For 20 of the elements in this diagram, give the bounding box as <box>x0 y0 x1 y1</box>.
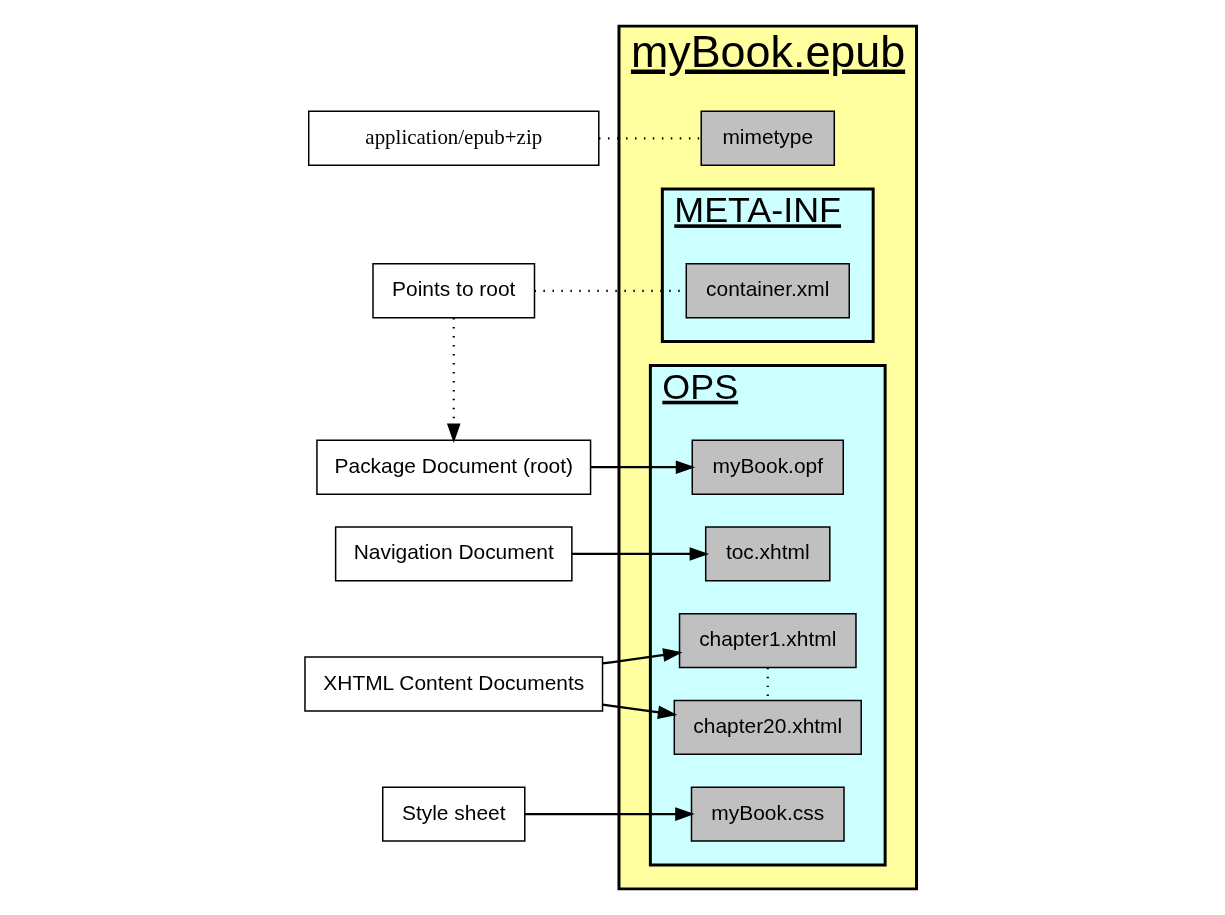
node-box: myBook.opf <box>691 439 844 495</box>
node-box: toc.xhtml <box>704 526 831 582</box>
arrow <box>601 648 682 665</box>
arrow <box>446 318 461 444</box>
node-box: Package Document (root) <box>315 439 591 495</box>
node-box: Navigation Document <box>334 526 573 582</box>
node-box: container.xml <box>685 263 850 319</box>
node-box: chapter1.xhtml <box>678 613 857 669</box>
arrow <box>524 807 695 821</box>
node-box: Style sheet <box>381 786 526 842</box>
node-box: myBook.css <box>690 786 845 842</box>
arrow <box>590 460 695 475</box>
node-box: application/epub+zip <box>307 110 600 166</box>
connector <box>598 137 701 140</box>
node-box: chapter20.xhtml <box>673 699 862 756</box>
node-box: XHTML Content Documents <box>303 656 603 712</box>
node-box: mimetype <box>699 110 835 166</box>
arrow <box>601 703 677 720</box>
node-box: Points to root <box>371 263 535 319</box>
arrow <box>571 547 709 561</box>
